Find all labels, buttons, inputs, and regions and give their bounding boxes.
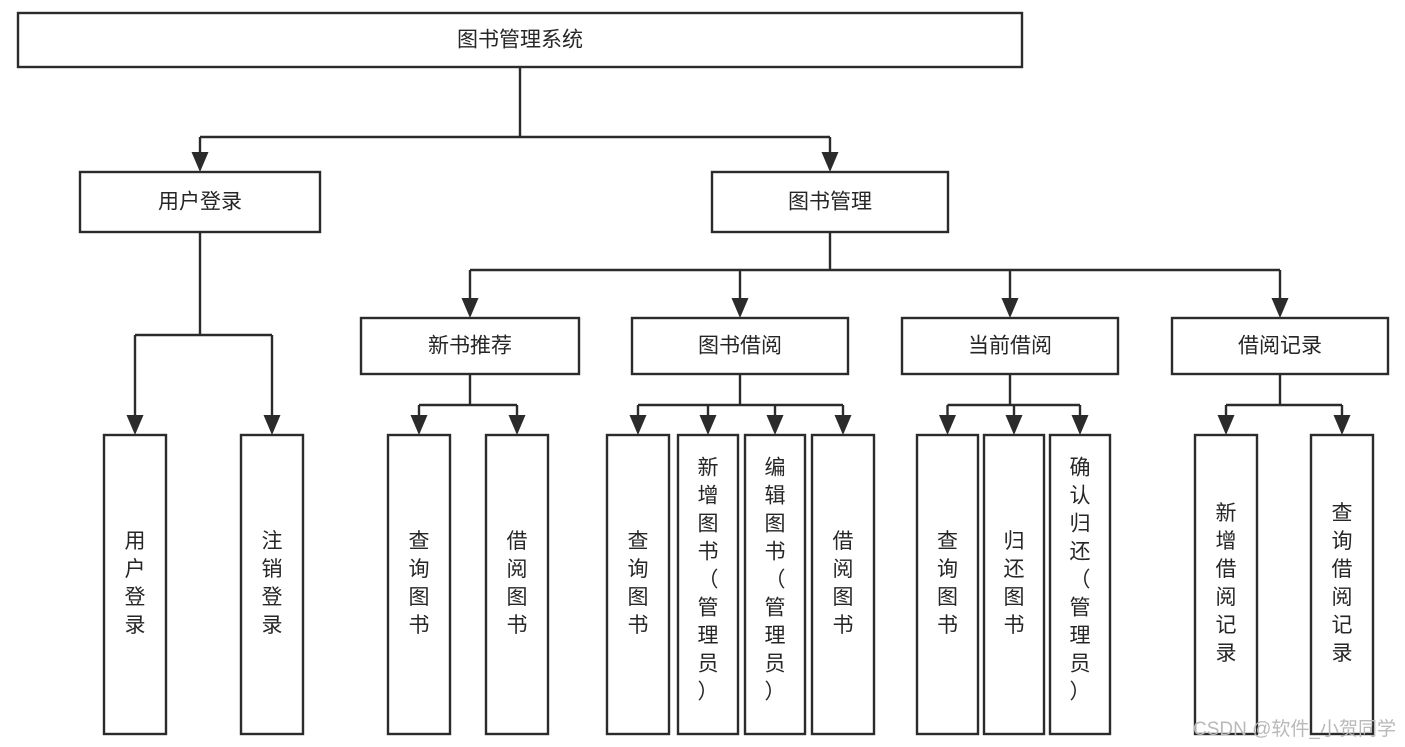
node-leaf-query-book-1[interactable]: 查询图书: [386, 433, 452, 736]
arrow-head: [1001, 298, 1019, 318]
node-box-current-borrow[interactable]: [900, 316, 1120, 376]
node-label-leaf-add-book: 新增图书（管理员）: [698, 457, 719, 704]
node-label-user-login: 用户登录: [158, 191, 242, 214]
connector-group-user-login: [126, 232, 281, 435]
node-leaf-confirm-return[interactable]: 确认归还（管理员）: [1048, 433, 1112, 736]
node-label-leaf-add-record: 新增借阅记录: [1216, 502, 1237, 665]
arrow-head: [731, 298, 749, 318]
connector-group-root: [191, 67, 839, 172]
node-box-leaf-query-book-3[interactable]: [915, 433, 980, 736]
node-box-leaf-query-record[interactable]: [1309, 433, 1375, 736]
node-label-borrow-record: 借阅记录: [1238, 335, 1322, 358]
node-book-manage[interactable]: 图书管理: [710, 170, 950, 234]
node-label-leaf-borrow-book-2: 借阅图书: [833, 530, 854, 637]
node-box-leaf-query-book-2[interactable]: [605, 433, 671, 736]
node-box-leaf-confirm-return[interactable]: [1048, 433, 1112, 736]
connectors-layer: [126, 67, 1351, 435]
arrow-head: [191, 152, 209, 172]
node-box-leaf-return-book[interactable]: [982, 433, 1046, 736]
node-user-login[interactable]: 用户登录: [78, 170, 322, 234]
node-label-current-borrow: 当前借阅: [968, 335, 1052, 358]
node-root[interactable]: 图书管理系统: [16, 11, 1024, 69]
arrow-head: [126, 415, 144, 435]
node-label-leaf-borrow-book-1: 借阅图书: [507, 530, 528, 637]
node-leaf-add-book[interactable]: 新增图书（管理员）: [676, 433, 740, 736]
arrow-head: [1071, 415, 1089, 435]
arrow-head: [410, 415, 428, 435]
node-box-user-login[interactable]: [78, 170, 322, 234]
node-box-leaf-user-login[interactable]: [102, 433, 168, 736]
node-leaf-add-record[interactable]: 新增借阅记录: [1193, 433, 1259, 736]
node-label-leaf-confirm-return: 确认归还（管理员）: [1070, 457, 1091, 704]
arrow-head: [1217, 415, 1235, 435]
node-leaf-borrow-book-2[interactable]: 借阅图书: [810, 433, 876, 736]
node-current-borrow[interactable]: 当前借阅: [900, 316, 1120, 376]
node-leaf-query-record[interactable]: 查询借阅记录: [1309, 433, 1375, 736]
node-label-leaf-query-book-2: 查询图书: [628, 530, 649, 637]
node-leaf-query-book-3[interactable]: 查询图书: [915, 433, 980, 736]
node-leaf-logout-login[interactable]: 注销登录: [239, 433, 305, 736]
connector-group-book-manage: [461, 232, 1289, 318]
arrow-head: [766, 415, 784, 435]
arrow-head: [821, 152, 839, 172]
node-leaf-query-book-2[interactable]: 查询图书: [605, 433, 671, 736]
node-label-leaf-user-login: 用户登录: [125, 530, 146, 637]
node-label-leaf-query-record: 查询借阅记录: [1332, 502, 1353, 665]
node-box-book-borrow[interactable]: [630, 316, 850, 376]
arrow-head: [629, 415, 647, 435]
arrow-head: [461, 298, 479, 318]
node-label-leaf-query-book-1: 查询图书: [409, 530, 430, 637]
connector-group-borrow-record: [1217, 374, 1351, 435]
arrow-head: [1271, 298, 1289, 318]
node-box-new-book-rec[interactable]: [359, 316, 581, 376]
arrow-head: [263, 415, 281, 435]
nodes-layer: 图书管理系统用户登录图书管理新书推荐图书借阅当前借阅借阅记录用户登录注销登录查询…: [16, 11, 1390, 736]
node-label-leaf-logout-login: 注销登录: [262, 530, 283, 637]
node-box-leaf-borrow-book-1[interactable]: [484, 433, 550, 736]
node-box-borrow-record[interactable]: [1170, 316, 1390, 376]
node-label-leaf-query-book-3: 查询图书: [937, 530, 958, 637]
node-label-book-borrow: 图书借阅: [698, 335, 782, 358]
node-box-leaf-logout-login[interactable]: [239, 433, 305, 736]
node-box-root[interactable]: [16, 11, 1024, 69]
node-box-leaf-borrow-book-2[interactable]: [810, 433, 876, 736]
csdn-watermark: CSDN @软件_小贺同学: [1193, 718, 1396, 740]
node-box-leaf-add-record[interactable]: [1193, 433, 1259, 736]
node-leaf-return-book[interactable]: 归还图书: [982, 433, 1046, 736]
node-leaf-borrow-book-1[interactable]: 借阅图书: [484, 433, 550, 736]
arrow-head: [834, 415, 852, 435]
node-leaf-user-login[interactable]: 用户登录: [102, 433, 168, 736]
connector-group-book-borrow: [629, 374, 852, 435]
node-leaf-edit-book[interactable]: 编辑图书（管理员）: [743, 433, 807, 736]
node-label-new-book-rec: 新书推荐: [428, 335, 512, 358]
arrow-head: [1333, 415, 1351, 435]
node-box-leaf-edit-book[interactable]: [743, 433, 807, 736]
node-book-borrow[interactable]: 图书借阅: [630, 316, 850, 376]
node-box-leaf-query-book-1[interactable]: [386, 433, 452, 736]
node-borrow-record[interactable]: 借阅记录: [1170, 316, 1390, 376]
arrow-head: [1005, 415, 1023, 435]
node-new-book-rec[interactable]: 新书推荐: [359, 316, 581, 376]
arrow-head: [699, 415, 717, 435]
arrow-head: [939, 415, 956, 435]
node-label-book-manage: 图书管理: [788, 191, 872, 214]
node-box-leaf-add-book[interactable]: [676, 433, 740, 736]
connector-group-current-borrow: [939, 374, 1089, 435]
node-box-book-manage[interactable]: [710, 170, 950, 234]
node-label-leaf-return-book: 归还图书: [1004, 530, 1025, 637]
arrow-head: [508, 415, 526, 435]
node-label-leaf-edit-book: 编辑图书（管理员）: [765, 457, 786, 704]
node-label-root: 图书管理系统: [457, 29, 583, 52]
connector-group-new-book-rec: [410, 374, 526, 435]
